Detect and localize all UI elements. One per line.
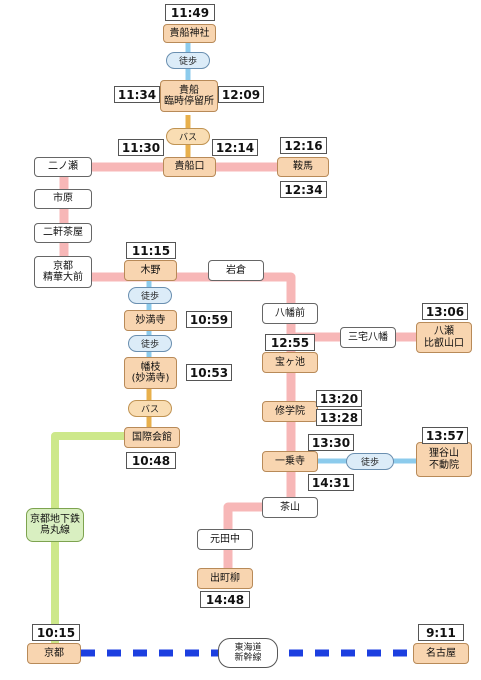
- station-kifune-rinji: 貴船 臨時停留所: [160, 80, 218, 112]
- station-takaragaike: 宝ヶ池: [262, 352, 318, 373]
- time-ichijoji-a: 13:30: [308, 434, 354, 451]
- bus-pill-kifune: バス: [166, 128, 210, 145]
- station-ichihara: 市原: [34, 189, 92, 209]
- station-kokusai-kaikan: 国際会館: [124, 427, 180, 448]
- walk-pill-tanukidani: 徒歩: [346, 453, 394, 470]
- station-chayama: 茶山: [262, 497, 318, 518]
- station-kino: 木野: [124, 260, 177, 281]
- walk-pill-kino: 徒歩: [128, 287, 172, 304]
- station-kifune-jinja: 貴船神社: [163, 24, 216, 43]
- time-ichijoji-b: 14:31: [308, 474, 354, 491]
- bus-pill-hataeda: バス: [128, 400, 172, 417]
- shinkansen-label: 東海道 新幹線: [218, 638, 278, 668]
- station-ichijoji: 一乗寺: [262, 451, 318, 472]
- time-kurama-dep: 12:34: [280, 181, 327, 198]
- time-shugakuin-b: 13:28: [316, 409, 362, 426]
- time-rinji-right: 12:09: [218, 86, 264, 103]
- time-kibuneguchi-left: 11:30: [118, 139, 164, 156]
- station-shugakuin: 修学院: [262, 401, 318, 422]
- subway-line-label: 京都地下鉄 烏丸線: [26, 508, 84, 542]
- station-hataeda: 幡枝 (妙満寺): [124, 357, 177, 389]
- station-ninose: 二ノ瀬: [34, 157, 92, 177]
- eizan-line-kurama: [59, 162, 296, 578]
- station-niken-chaya: 二軒茶屋: [34, 223, 92, 243]
- station-kyoto-seika: 京都 精華大前: [34, 256, 92, 288]
- station-myomanji: 妙満寺: [124, 310, 177, 331]
- time-kibuneguchi-right: 12:14: [212, 139, 258, 156]
- time-kifune-jinja: 11:49: [165, 4, 215, 21]
- station-kyoto: 京都: [27, 643, 81, 664]
- time-kyoto: 10:15: [32, 624, 80, 641]
- time-nagoya: 9:11: [418, 624, 464, 641]
- station-mototanaka: 元田中: [197, 529, 253, 550]
- station-demachiyanagi: 出町柳: [197, 568, 253, 589]
- time-rinji-left: 11:34: [114, 86, 160, 103]
- station-miyake-hachiman: 三宅八幡: [340, 327, 396, 348]
- time-hataeda: 10:53: [186, 364, 232, 381]
- station-tanukidani: 狸谷山 不動院: [416, 442, 472, 477]
- station-kurama: 鞍馬: [277, 157, 329, 177]
- time-myomanji: 10:59: [186, 311, 232, 328]
- time-demachiyanagi: 14:48: [200, 591, 250, 608]
- station-hachimanmae: 八幡前: [262, 303, 318, 324]
- walk-pill-myomanji: 徒歩: [128, 335, 172, 352]
- time-tanukidani: 13:57: [422, 427, 468, 444]
- time-kurama-arr: 12:16: [280, 137, 327, 154]
- subway-line-karasuma: [51, 432, 149, 653]
- walk-pill-kifune: 徒歩: [166, 52, 210, 69]
- station-iwakura: 岩倉: [208, 260, 264, 281]
- time-kino: 11:15: [126, 242, 176, 259]
- time-kokusai: 10:48: [126, 452, 176, 469]
- time-shugakuin-a: 13:20: [316, 390, 362, 407]
- time-takaragaike: 12:55: [265, 334, 315, 351]
- time-yase: 13:06: [422, 303, 468, 320]
- station-nagoya: 名古屋: [413, 643, 469, 664]
- station-yase: 八瀬 比叡山口: [416, 322, 472, 353]
- station-kibuneguchi: 貴船口: [163, 157, 216, 177]
